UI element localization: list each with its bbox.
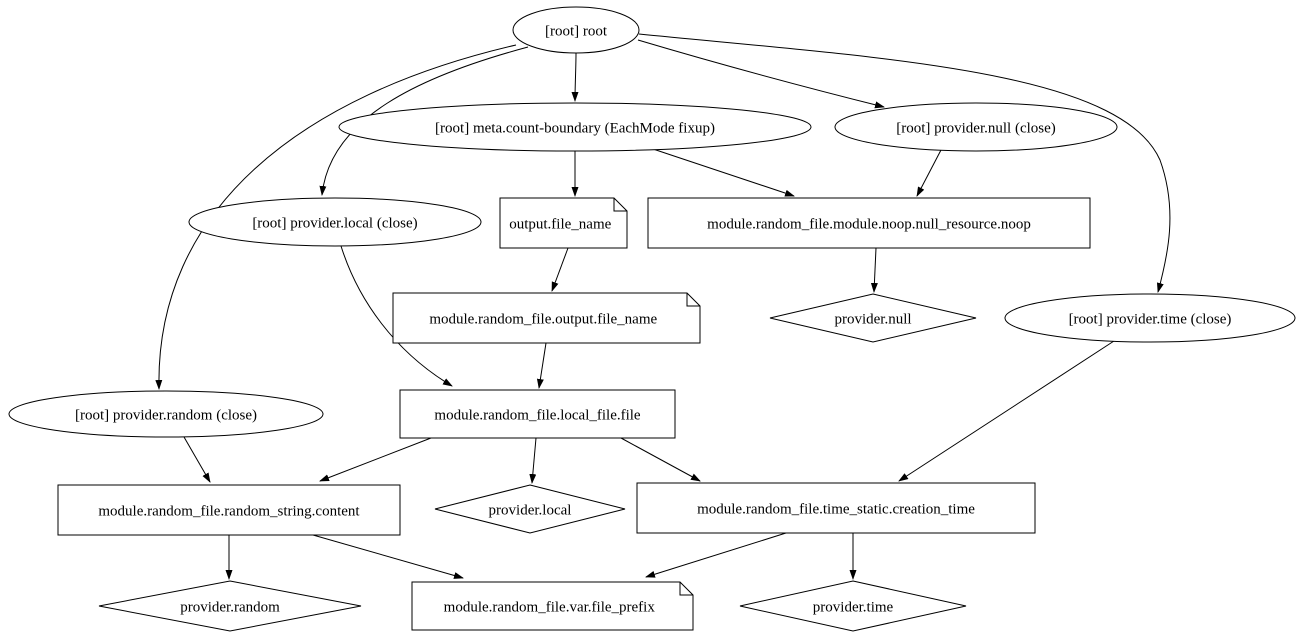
var-file-prefix-note-fold bbox=[679, 582, 693, 596]
node-time-static-creation-time: module.random_file.time_static.creation_… bbox=[636, 482, 1036, 534]
random-string-content-label: module.random_file.random_string.content bbox=[98, 503, 360, 519]
provider-time-close-label: [root] provider.time (close) bbox=[1069, 311, 1232, 327]
output-file-name-note-shape bbox=[499, 197, 628, 249]
provider-time-diamond-shape bbox=[739, 580, 967, 632]
node-provider-local-close: [root] provider.local (close) bbox=[188, 197, 482, 247]
node-provider-random: provider.random bbox=[98, 580, 362, 632]
node-provider-null: provider.null bbox=[769, 293, 977, 343]
local-file-file-label: module.random_file.local_file.file bbox=[434, 407, 641, 423]
edge-root--provider-local-close bbox=[319, 46, 529, 196]
node-provider-random-close: [root] provider.random (close) bbox=[8, 390, 324, 438]
output-file-name-label: output.file_name bbox=[509, 216, 611, 232]
edge-time-static-creation-time--var-file-prefix bbox=[645, 532, 787, 578]
edge-provider-time-close--time-static-creation-time bbox=[898, 340, 1115, 482]
node-provider-time: provider.time bbox=[739, 580, 967, 632]
random-string-content-box-shape bbox=[57, 484, 401, 536]
edge-random-string-content--var-file-prefix bbox=[312, 534, 464, 579]
edge-root--meta-count-boundary bbox=[571, 52, 579, 102]
edge-provider-local-close--local-file-file bbox=[340, 245, 453, 387]
node-local-file-file: module.random_file.local_file.file bbox=[399, 389, 676, 439]
provider-local-close-ellipse-shape bbox=[188, 197, 482, 247]
local-file-file-box-shape bbox=[399, 389, 676, 439]
provider-local-close-label: [root] provider.local (close) bbox=[252, 215, 417, 231]
root-label: [root] root bbox=[545, 23, 608, 39]
node-meta-count-boundary: [root] meta.count-boundary (EachMode fix… bbox=[338, 102, 812, 152]
var-file-prefix-note-shape bbox=[411, 581, 694, 631]
node-module-output-file-name: module.random_file.output.file_name bbox=[392, 292, 701, 344]
edge-local-file-file--time-static-creation-time bbox=[620, 437, 701, 482]
time-static-creation-time-label: module.random_file.time_static.creation_… bbox=[697, 501, 975, 517]
output-file-name-note-fold bbox=[613, 198, 627, 212]
edge-provider-null-close--noop bbox=[916, 149, 942, 197]
provider-time-label: provider.time bbox=[813, 599, 894, 615]
edge-local-file-file--random-string-content bbox=[319, 437, 432, 482]
edge-local-file-file--provider-local bbox=[529, 437, 537, 484]
node-noop: module.random_file.module.noop.null_reso… bbox=[647, 197, 1091, 249]
node-provider-local: provider.local bbox=[434, 484, 626, 534]
edge-root--provider-time-close bbox=[638, 33, 1171, 293]
node-output-file-name: output.file_name bbox=[499, 197, 628, 249]
provider-local-label: provider.local bbox=[489, 502, 572, 518]
provider-random-diamond-shape bbox=[98, 580, 362, 632]
provider-random-close-label: [root] provider.random (close) bbox=[75, 407, 257, 423]
node-var-file-prefix: module.random_file.var.file_prefix bbox=[411, 581, 694, 631]
edge-module-output-file-name--local-file-file bbox=[536, 342, 547, 389]
module-output-file-name-note-fold bbox=[686, 293, 700, 307]
provider-null-diamond-shape bbox=[769, 293, 977, 343]
node-root: [root] root bbox=[512, 6, 640, 54]
provider-random-label: provider.random bbox=[180, 599, 280, 615]
edge-meta-count-boundary--noop bbox=[652, 148, 795, 197]
var-file-prefix-label: module.random_file.var.file_prefix bbox=[444, 599, 656, 615]
module-output-file-name-label: module.random_file.output.file_name bbox=[429, 311, 657, 327]
noop-label: module.random_file.module.noop.null_reso… bbox=[707, 216, 1031, 232]
node-provider-null-close: [root] provider.null (close) bbox=[834, 102, 1118, 152]
root-ellipse-shape bbox=[512, 6, 640, 54]
provider-time-close-ellipse-shape bbox=[1004, 293, 1296, 343]
provider-null-label: provider.null bbox=[834, 311, 911, 327]
edge-root--provider-random-close bbox=[155, 44, 517, 390]
node-random-string-content: module.random_file.random_string.content bbox=[57, 484, 401, 536]
edge-root--provider-null-close bbox=[637, 39, 885, 109]
edge-provider-random-close--random-string-content bbox=[183, 436, 211, 483]
edge-noop--provider-null bbox=[870, 247, 878, 293]
provider-local-diamond-shape bbox=[434, 484, 626, 534]
edge-output-file-name--module-output-file-name bbox=[551, 247, 569, 292]
meta-count-boundary-ellipse-shape bbox=[338, 102, 812, 152]
meta-count-boundary-label: [root] meta.count-boundary (EachMode fix… bbox=[435, 120, 715, 136]
provider-null-close-ellipse-shape bbox=[834, 102, 1118, 152]
time-static-creation-time-box-shape bbox=[636, 482, 1036, 534]
node-provider-time-close: [root] provider.time (close) bbox=[1004, 293, 1296, 343]
provider-random-close-ellipse-shape bbox=[8, 390, 324, 438]
provider-null-close-label: [root] provider.null (close) bbox=[896, 120, 1056, 136]
module-output-file-name-note-shape bbox=[392, 292, 701, 344]
noop-box-shape bbox=[647, 197, 1091, 249]
